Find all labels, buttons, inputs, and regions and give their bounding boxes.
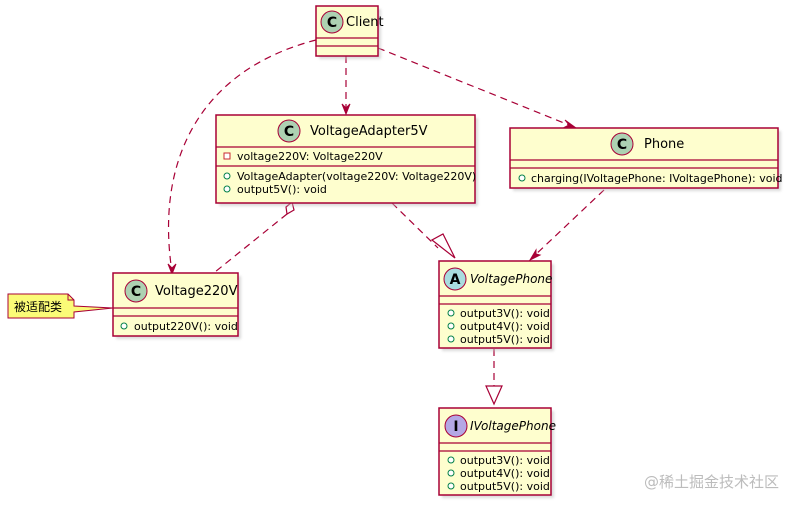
- class-name-phone: Phone: [644, 137, 684, 152]
- public-visibility-icon: [223, 185, 231, 193]
- edge-adapter-to-voltagephone: [391, 202, 456, 259]
- class-client: C Client: [315, 5, 384, 59]
- class-badge-letter: C: [131, 284, 141, 300]
- public-visibility-icon: [447, 335, 455, 343]
- public-visibility-icon: [223, 172, 231, 180]
- class-badge-icon: [124, 279, 148, 303]
- method-output4v: output4V(): void: [460, 320, 550, 333]
- class-phone: C Phone charging(IVoltagePhone: IVoltage…: [509, 127, 783, 191]
- method-constructor: VoltageAdapter(voltage220V: Voltage220V): [237, 170, 476, 183]
- class-badge-letter: C: [284, 124, 294, 140]
- field-voltage220v: voltage220V: Voltage220V: [237, 150, 383, 163]
- method-output3v: output3V(): void: [460, 454, 550, 467]
- edge-client-to-phone: [377, 47, 578, 129]
- class-badge-letter: I: [453, 419, 458, 435]
- public-visibility-icon: [447, 322, 455, 330]
- class-badge-icon: [277, 119, 301, 143]
- public-visibility-icon: [447, 482, 455, 490]
- class-voltage-phone: A VoltagePhone output3V(): void output4V…: [438, 260, 554, 351]
- class-badge-letter: C: [617, 137, 627, 153]
- edge-voltagephone-to-ivoltagephone: [485, 349, 503, 406]
- method-output5v: output5V(): void: [237, 183, 327, 196]
- class-badge-icon: [610, 132, 634, 156]
- class-name-adapter: VoltageAdapter5V: [310, 124, 428, 139]
- note-text: 被适配类: [14, 300, 62, 314]
- public-visibility-icon: [120, 322, 128, 330]
- class-name-voltagephone: VoltagePhone: [470, 272, 552, 286]
- method-charging: charging(IVoltagePhone: IVoltagePhone): …: [531, 172, 783, 185]
- method-output5v: output5V(): void: [460, 480, 550, 493]
- edge-phone-to-voltagephone: [528, 189, 605, 262]
- edge-client-to-adapter: [341, 56, 351, 116]
- class-name-client: Client: [346, 15, 384, 30]
- public-visibility-icon: [447, 456, 455, 464]
- method-output5v: output5V(): void: [460, 333, 550, 346]
- interface-badge-icon: [444, 414, 468, 438]
- abstract-badge-icon: [443, 267, 467, 291]
- class-voltage-adapter-5v: C VoltageAdapter5V voltage220V: Voltage2…: [215, 114, 478, 206]
- method-output4v: output4V(): void: [460, 467, 550, 480]
- private-visibility-icon: [223, 152, 231, 160]
- class-name-ivoltagephone: IVoltagePhone: [470, 419, 556, 433]
- class-voltage220v: C Voltage220V output220V(): void: [112, 272, 241, 339]
- class-badge-letter: A: [450, 272, 461, 288]
- class-badge-icon: [320, 10, 344, 34]
- public-visibility-icon: [447, 309, 455, 317]
- edge-client-to-voltage220v: [167, 39, 317, 276]
- interface-ivoltage-phone: I IVoltagePhone output3V(): void output4…: [438, 407, 556, 498]
- public-visibility-icon: [447, 469, 455, 477]
- method-output220v: output220V(): void: [134, 320, 238, 333]
- public-visibility-icon: [518, 174, 526, 182]
- watermark: @稀土掘金技术社区: [643, 473, 779, 491]
- note-adaptee: 被适配类: [7, 293, 114, 319]
- edge-adapter-aggregates-voltage220v: [214, 200, 295, 273]
- method-output3v: output3V(): void: [460, 307, 550, 320]
- class-name-voltage220v: Voltage220V: [155, 284, 238, 299]
- class-badge-letter: C: [327, 15, 337, 31]
